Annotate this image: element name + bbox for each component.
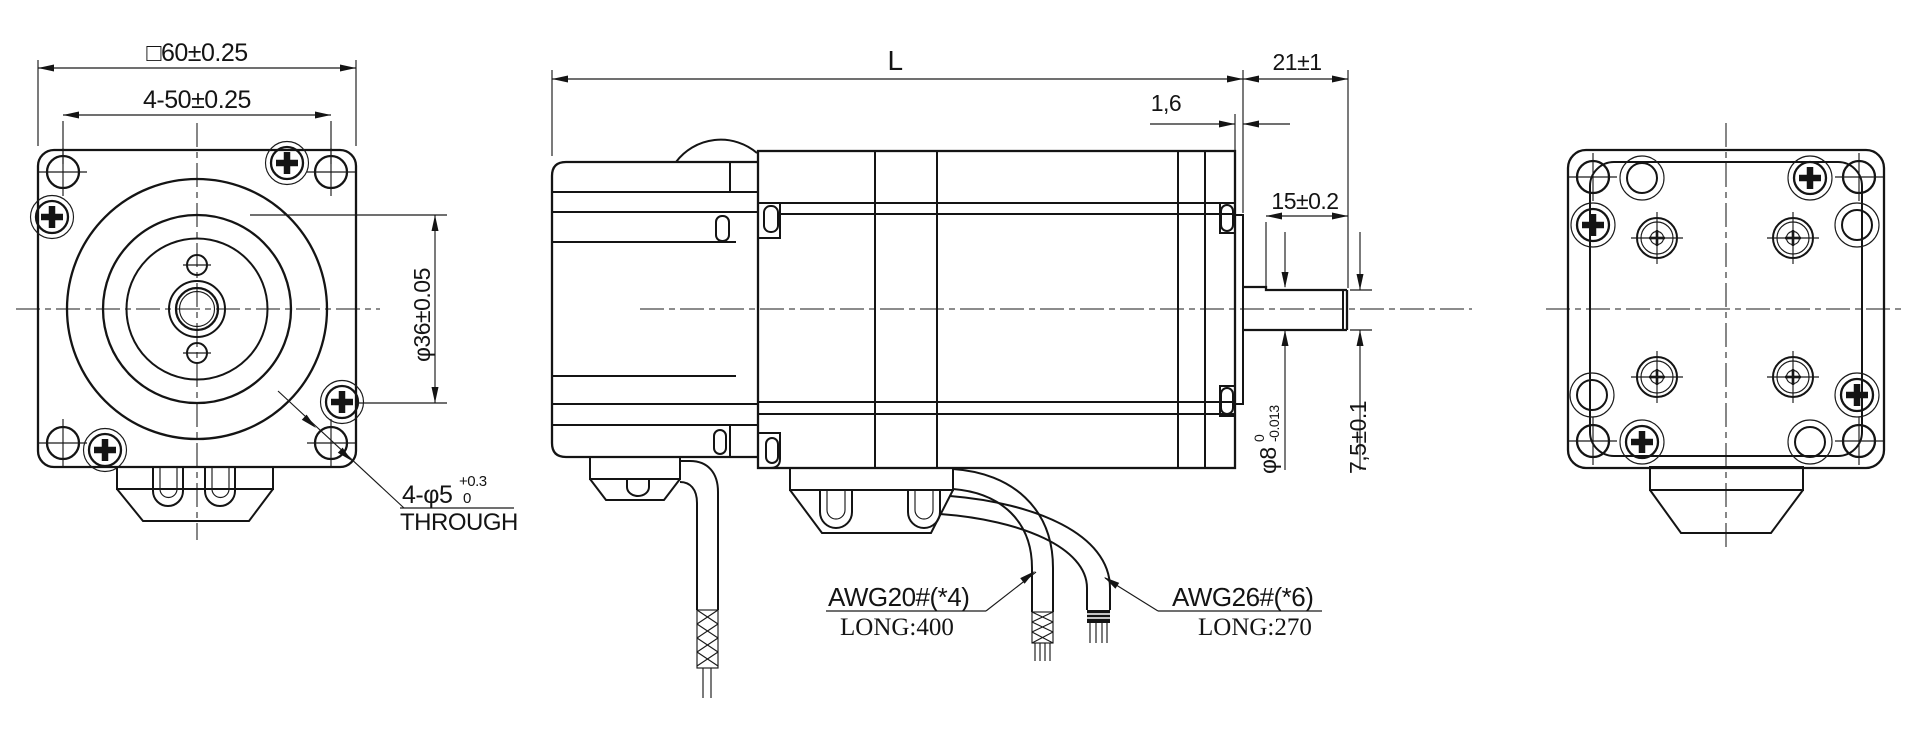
rear-housing-slot-bottom <box>713 429 727 455</box>
shaft-tol-lower: -0.013 <box>1266 405 1282 442</box>
boss-thickness-label: 1,6 <box>1151 90 1181 116</box>
rear-plate-holes <box>1569 155 1880 465</box>
cable-awg26 <box>939 495 1111 643</box>
callout-awg20: AWG20#(*4) LONG:400 <box>826 571 1037 641</box>
awg26-gauge-label: AWG26#(*6) <box>1172 582 1313 612</box>
front-pilot-circle <box>101 213 293 405</box>
dim-front-hole-spacing: 4-50±0.25 <box>62 86 332 164</box>
front-shaft-circle <box>174 286 220 332</box>
cable-twist-pattern <box>696 609 719 667</box>
hole-callout-size: 4-φ5 <box>402 481 452 509</box>
callout-awg26: AWG26#(*6) LONG:270 <box>1104 577 1322 641</box>
rear-cover-plate <box>1589 161 1863 457</box>
front-view: □60±0.25 4-50±0.25 φ36±0.05 <box>16 39 518 540</box>
side-shaft <box>1242 285 1349 332</box>
awg26-length-label: LONG:270 <box>1198 614 1312 641</box>
side-main-body <box>756 149 1244 470</box>
front-hole-spacing-label: 4-50±0.25 <box>143 86 251 114</box>
dim-boss-thickness: 1,6 <box>1150 90 1290 150</box>
dim-front-width: □60±0.25 <box>37 39 357 146</box>
dim-shaft-diameter: φ8 0 -0.013 <box>1251 232 1289 474</box>
hole-callout-tol-upper: +0.3 <box>459 473 487 490</box>
cable-awg20 <box>952 468 1054 661</box>
side-top-arc <box>675 138 758 163</box>
callout-front-mounting-hole: 4-φ5 +0.3 0 THROUGH <box>277 390 518 536</box>
rear-section-label: 21±1 <box>1273 49 1322 75</box>
flat-height-label: 7,5±0.1 <box>1345 401 1371 474</box>
dim-flat-length: 15±0.2 <box>1265 188 1348 287</box>
front-phillips-screws <box>29 140 365 473</box>
dim-length: L 21±1 <box>551 45 1349 288</box>
dim-front-pilot: φ36±0.05 <box>250 214 447 404</box>
front-shaft-inner-circle <box>178 290 216 328</box>
hole-callout-note: THROUGH <box>400 509 518 536</box>
side-rear-housing <box>550 138 758 459</box>
side-view: L 21±1 1,6 15±0.2 φ8 <box>550 45 1472 698</box>
front-bearing-boss-circle <box>125 237 269 381</box>
shaft-tol-upper: 0 <box>1251 434 1267 442</box>
side-main-connector <box>789 467 954 534</box>
hole-callout-tol-lower: 0 <box>463 490 471 507</box>
front-pilot-label: φ36±0.05 <box>409 268 435 362</box>
rear-view <box>1546 123 1904 548</box>
shaft-diameter-label: φ8 <box>1255 447 1281 474</box>
rear-socket-screws <box>1631 212 1819 403</box>
front-outer-boss-circle <box>65 177 329 441</box>
rear-phillips-screws <box>1570 155 1880 465</box>
rear-connector <box>1649 466 1804 534</box>
rear-housing-slot-top <box>715 215 730 242</box>
side-rear-connector <box>589 456 681 501</box>
awg20-gauge-label: AWG20#(*4) <box>828 582 969 612</box>
rear-corner-holes <box>1569 153 1883 465</box>
rear-housing-cable <box>679 460 719 698</box>
front-width-label: □60±0.25 <box>146 39 247 67</box>
flat-length-label: 15±0.2 <box>1271 188 1338 214</box>
front-connector <box>116 466 274 522</box>
front-hub-circle <box>168 280 226 338</box>
length-label: L <box>887 45 902 76</box>
awg20-length-label: LONG:400 <box>840 614 954 641</box>
dim-flat-height: 7,5±0.1 <box>1345 232 1372 474</box>
